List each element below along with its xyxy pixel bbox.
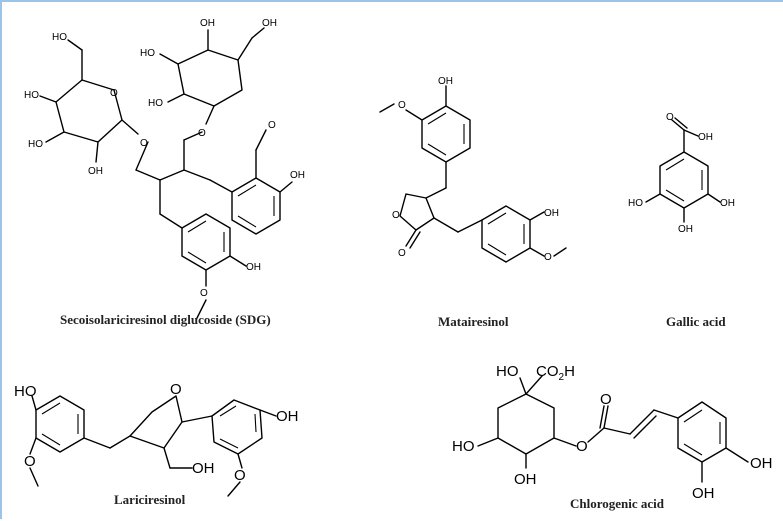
chlorogenic-label-ho-top: HO — [496, 363, 519, 380]
sdg-label-o-3: O — [268, 120, 276, 131]
caption-lariciresinol: Lariciresinol — [114, 492, 186, 507]
sdg-label-oh-5: OH — [246, 262, 261, 273]
lariciresinol-label-oh-2: OH — [276, 408, 299, 425]
caption-chlorogenic-acid: Chlorogenic acid — [570, 496, 665, 511]
sdg-structure — [39, 27, 293, 321]
lariciresinol-ring-right — [211, 399, 263, 455]
lariciresinol-label-o-ring: O — [170, 381, 182, 398]
lariciresinol-label-o-2: O — [234, 467, 246, 484]
lariciresinol-structure — [29, 395, 277, 497]
chlorogenic-structure — [477, 375, 749, 483]
gallic-label-oh-1: OH — [720, 198, 735, 209]
lariciresinol-label-o-1: O — [24, 453, 36, 470]
chlorogenic-label-o-ester: O — [576, 438, 588, 455]
matairesinol-structure — [379, 85, 567, 263]
chlorogenic-label-co2h: CO2H — [536, 363, 575, 383]
chlorogenic-co-text: CO — [536, 363, 559, 380]
chlorogenic-subscript: 2 — [559, 372, 565, 383]
sdg-label-ho-3: HO — [28, 139, 43, 150]
chlorogenic-label-oh-2: OH — [692, 485, 715, 502]
gallic-label-oh-acid: OH — [698, 132, 713, 143]
lariciresinol-thf-ring — [129, 395, 183, 449]
sdg-label-oh-2: OH — [200, 18, 215, 29]
caption-matairesinol: Matairesinol — [438, 314, 509, 329]
lariciresinol-ring-left — [35, 395, 85, 453]
matairesinol-label-o-ring: O — [392, 210, 400, 221]
chlorogenic-h-text: H — [564, 363, 575, 380]
matairesinol-label-oh-1: OH — [438, 76, 453, 87]
chlorogenic-label-oh-bottom: OH — [514, 471, 537, 488]
chlorogenic-quinic-ring — [497, 393, 555, 455]
matairesinol-label-o-2: O — [544, 252, 552, 263]
gallic-structure — [645, 117, 721, 223]
sdg-ring-lower — [181, 213, 231, 271]
chlorogenic-ring — [677, 401, 727, 463]
sdg-glucose-top-ring — [177, 49, 243, 107]
gallic-label-oh-2: OH — [678, 224, 693, 235]
matairesinol-ring-bottom — [481, 205, 531, 263]
sdg-label-oh-3: OH — [262, 18, 277, 29]
matairesinol-ring-top — [421, 105, 471, 163]
sdg-label-ho-2: HO — [24, 90, 39, 101]
gallic-label-o: O — [666, 112, 674, 123]
matairesinol-label-oh-2: OH — [544, 208, 559, 219]
matairesinol-label-o-1: O — [398, 100, 406, 111]
caption-sdg: Secoisolariciresinol diglucoside (SDG) — [60, 312, 271, 327]
sdg-label-o-4: O — [200, 288, 208, 299]
sdg-ring-upper — [231, 177, 281, 235]
matairesinol-label-o-keto: O — [398, 248, 406, 259]
sdg-label-o-link: O — [140, 138, 148, 149]
matairesinol-lactone-ring — [399, 193, 435, 231]
sdg-label-ho-1: HO — [52, 32, 67, 43]
sdg-label-oh-1: OH — [88, 166, 103, 177]
sdg-label-o-ring: O — [110, 88, 118, 99]
chlorogenic-label-o-keto: O — [600, 391, 612, 408]
sdg-label-ho-4: HO — [140, 48, 155, 59]
sdg-label-ho-5: HO — [148, 98, 163, 109]
lariciresinol-label-ho: HO — [14, 383, 37, 400]
chlorogenic-label-ho-left: HO — [452, 438, 475, 455]
gallic-ring — [659, 151, 709, 209]
sdg-label-o-2: O — [198, 128, 206, 139]
sdg-label-oh-4: OH — [290, 170, 305, 181]
chlorogenic-label-oh-1: OH — [750, 455, 773, 472]
caption-gallic-acid: Gallic acid — [666, 314, 726, 329]
lariciresinol-label-oh-1: OH — [192, 460, 215, 477]
gallic-label-ho: HO — [628, 198, 643, 209]
